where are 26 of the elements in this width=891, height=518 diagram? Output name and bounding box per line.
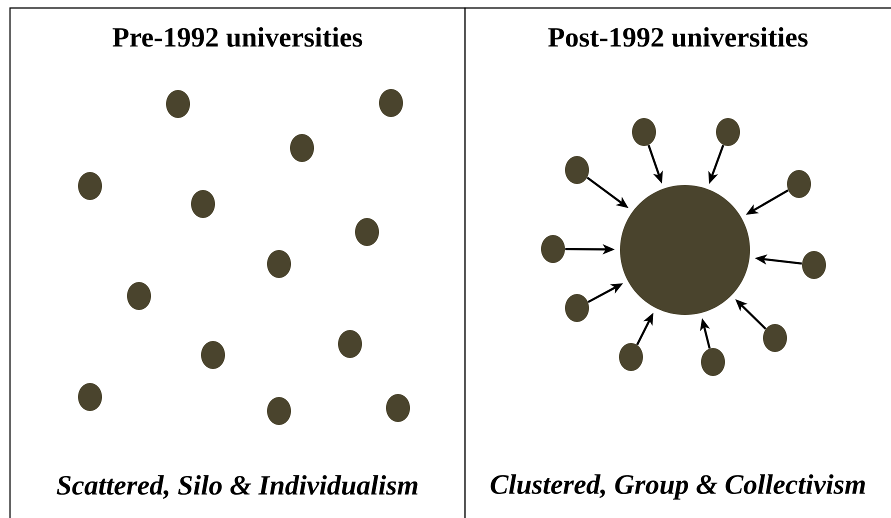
dot: [338, 330, 362, 358]
dot: [201, 341, 225, 369]
dot: [763, 324, 787, 352]
dot: [787, 170, 811, 198]
dot: [267, 397, 291, 425]
dot: [290, 134, 314, 162]
panel: Post-1992 universities Clustered, Group & Collectivism: [464, 7, 891, 518]
dot: [802, 251, 826, 279]
panel: Pre-1992 universities Scattered, Silo & Individualism: [9, 7, 466, 518]
dot: [191, 190, 215, 218]
dot: [632, 118, 656, 146]
dot: [127, 282, 151, 310]
dot: [716, 118, 740, 146]
dot: [355, 218, 379, 246]
dot: [386, 394, 410, 422]
dot: [565, 294, 589, 322]
dot: [78, 172, 102, 200]
large-circle: [620, 185, 750, 315]
dot: [267, 250, 291, 278]
dot: [541, 235, 565, 263]
dot: [619, 343, 643, 371]
dot: [379, 89, 403, 117]
dot: [565, 156, 589, 184]
dot: [166, 90, 190, 118]
dot: [701, 348, 725, 376]
dot: [78, 383, 102, 411]
